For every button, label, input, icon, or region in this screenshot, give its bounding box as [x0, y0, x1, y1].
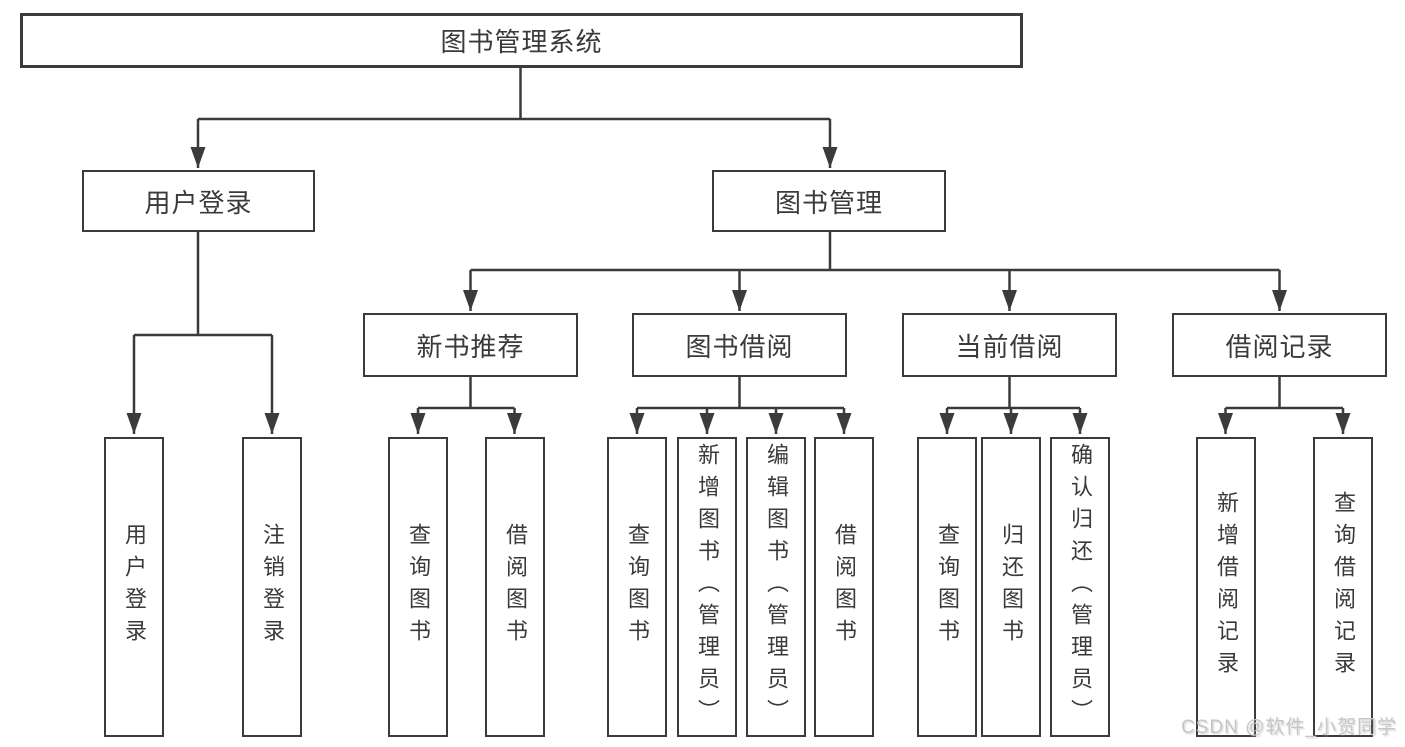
leaf-logout: 注销登录: [242, 437, 302, 737]
leaf-return-book-label: 归还图书: [999, 523, 1024, 651]
leaf-return-book: 归还图书: [981, 437, 1041, 737]
leaf-query-books-current: 查询图书: [917, 437, 977, 737]
leaf-borrow-books-recommend: 借阅图书: [485, 437, 545, 737]
node-current-borrow-label: 当前借阅: [955, 331, 1064, 362]
node-root-label: 图书管理系统: [440, 27, 603, 57]
node-new-book-recommend: 新书推荐: [363, 313, 578, 377]
node-book-borrow-label: 图书借阅: [685, 331, 794, 362]
leaf-user-login-label: 用户登录: [122, 523, 147, 651]
leaf-logout-label: 注销登录: [260, 523, 285, 651]
leaf-query-borrow-record: 查询借阅记录: [1313, 437, 1373, 737]
node-borrow-records-label: 借阅记录: [1225, 331, 1334, 362]
leaf-edit-book-admin: 编辑图书（管理员）: [746, 437, 806, 737]
node-book-borrow: 图书借阅: [632, 313, 847, 377]
node-book-management-label: 图书管理: [774, 187, 883, 218]
node-book-management: 图书管理: [712, 170, 946, 232]
node-current-borrow: 当前借阅: [902, 313, 1117, 377]
leaf-add-borrow-record-label: 新增借阅记录: [1214, 491, 1239, 683]
watermark: CSDN @软件_小贺同学: [1181, 717, 1397, 738]
node-user-login: 用户登录: [82, 170, 315, 232]
leaf-user-login: 用户登录: [104, 437, 164, 737]
leaf-add-borrow-record: 新增借阅记录: [1196, 437, 1256, 737]
node-user-login-label: 用户登录: [144, 187, 253, 218]
leaf-query-books-borrow: 查询图书: [607, 437, 667, 737]
leaf-confirm-return-admin: 确认归还（管理员）: [1050, 437, 1110, 737]
leaf-confirm-return-admin-label: 确认归还（管理员）: [1068, 443, 1093, 731]
leaf-edit-book-admin-label: 编辑图书（管理员）: [764, 443, 789, 731]
leaf-query-borrow-record-label: 查询借阅记录: [1331, 491, 1356, 683]
leaf-borrow-books: 借阅图书: [814, 437, 874, 737]
leaf-add-book-admin-label: 新增图书（管理员）: [695, 443, 720, 731]
node-root: 图书管理系统: [20, 13, 1023, 68]
leaf-query-books-recommend-label: 查询图书: [406, 523, 431, 651]
leaf-borrow-books-label: 借阅图书: [832, 523, 857, 651]
leaf-add-book-admin: 新增图书（管理员）: [677, 437, 737, 737]
leaf-query-books-borrow-label: 查询图书: [625, 523, 650, 651]
node-new-book-recommend-label: 新书推荐: [416, 331, 525, 362]
node-borrow-records: 借阅记录: [1172, 313, 1387, 377]
leaf-query-books-current-label: 查询图书: [935, 523, 960, 651]
leaf-query-books-recommend: 查询图书: [388, 437, 448, 737]
leaf-borrow-books-recommend-label: 借阅图书: [503, 523, 528, 651]
